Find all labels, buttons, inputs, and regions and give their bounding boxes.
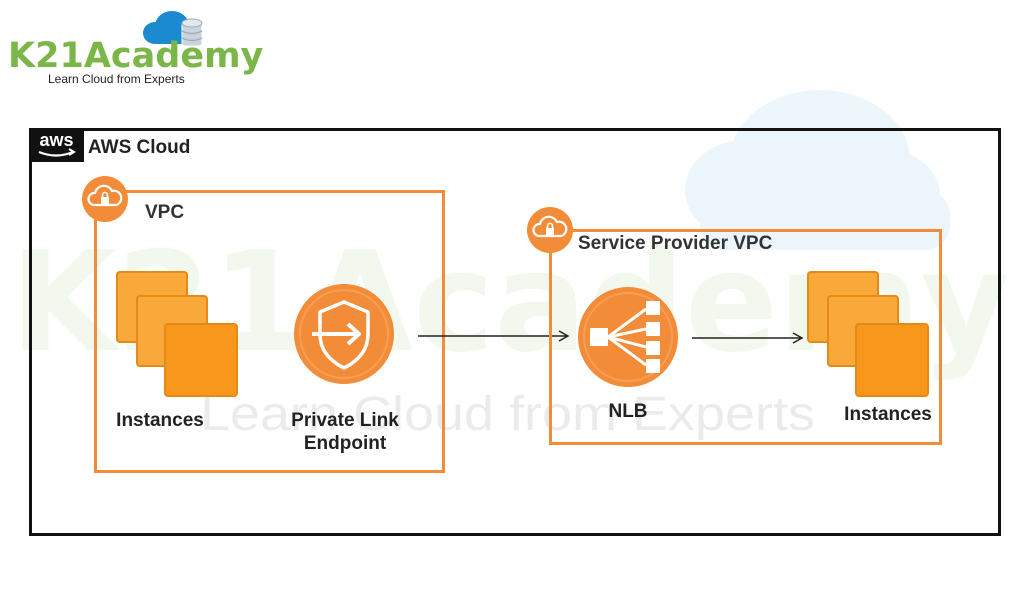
nlb-to-instances-arrow: [692, 332, 804, 344]
consumer-vpc-title: VPC: [145, 202, 185, 223]
aws-logo-text: aws: [39, 130, 73, 150]
endpoint-label-line2: Endpoint: [303, 433, 387, 454]
aws-cloud-title: AWS Cloud: [88, 137, 191, 158]
cloud-lock-icon: [82, 176, 128, 222]
provider-vpc-title: Service Provider VPC: [578, 233, 773, 254]
consumer-instances-label: Instances: [116, 410, 204, 431]
watermark-cloud-icon: [685, 90, 950, 250]
shield-arrow-icon: [294, 284, 394, 384]
aws-cloud-container: [29, 128, 1001, 536]
endpoint-label-line1: Private Link: [291, 410, 399, 431]
private-link-endpoint-label: Private Link Endpoint: [278, 409, 412, 455]
cloud-database-icon: [143, 11, 203, 47]
logo-title: K21Academy: [8, 36, 264, 76]
load-balancer-icon: [578, 287, 678, 387]
ec2-instances-icon: [807, 271, 929, 397]
endpoint-to-nlb-arrow: [418, 330, 570, 342]
provider-instances-label: Instances: [844, 404, 932, 425]
logo-subtitle: Learn Cloud from Experts: [48, 72, 185, 86]
cloud-lock-icon: [527, 207, 573, 253]
watermark-subtitle: Learn Cloud from Experts: [200, 388, 815, 441]
nlb-label: NLB: [608, 401, 648, 422]
aws-logo: aws: [29, 128, 84, 162]
provider-vpc-container: [549, 229, 942, 445]
consumer-vpc-container: [94, 190, 445, 473]
ec2-instances-icon: [116, 271, 238, 397]
